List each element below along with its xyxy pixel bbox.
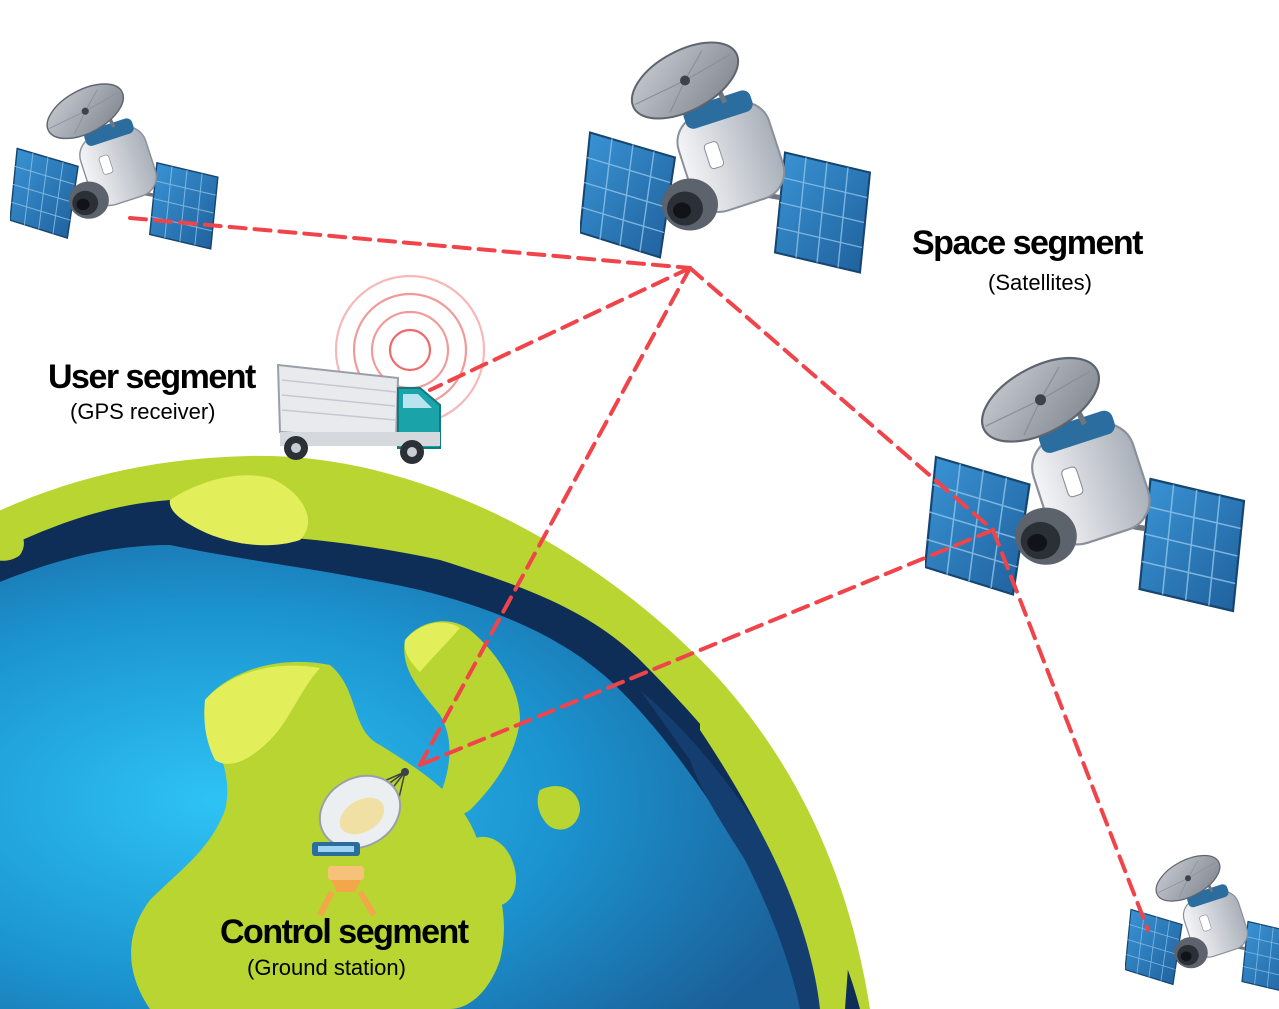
ground-station-dish-icon	[312, 768, 409, 917]
link-line	[128, 216, 692, 270]
truck-icon	[276, 363, 441, 464]
link-line	[428, 266, 692, 392]
link-line	[418, 266, 692, 767]
earth-globe-icon	[0, 455, 870, 1009]
space-segment-title: Space segment	[912, 224, 1143, 262]
satellite-icon	[925, 341, 1244, 611]
user-segment-subtitle: (GPS receiver)	[70, 399, 216, 424]
user-segment-title: User segment	[48, 358, 256, 396]
link-line	[688, 266, 995, 532]
satellite-icon	[580, 27, 870, 273]
link-line	[991, 528, 1150, 932]
control-segment-subtitle: (Ground station)	[247, 955, 406, 980]
link-lines	[128, 216, 1150, 932]
satellite-icon	[1125, 846, 1279, 993]
space-segment-subtitle: (Satellites)	[988, 270, 1092, 295]
link-line	[418, 528, 995, 767]
control-segment-title: Control segment	[220, 913, 469, 951]
